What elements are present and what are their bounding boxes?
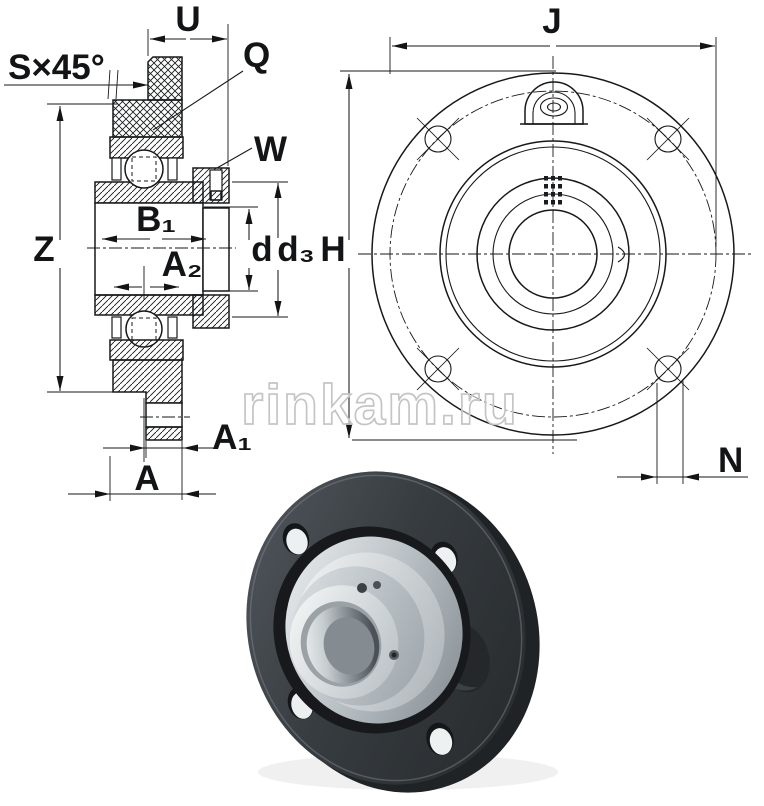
photo-bolt-holes: [282, 523, 458, 756]
collar-screw-center: [391, 652, 397, 658]
section-view: U S×45° Q W Z B₁: [4, 0, 315, 501]
dim-label-Z: Z: [33, 230, 54, 269]
dim-A2: A₂: [114, 245, 203, 291]
watermark-text: rinkam.ru: [241, 373, 519, 437]
dim-label-A2: A₂: [162, 245, 203, 284]
dim-S45: S×45°: [4, 48, 148, 100]
dim-W: W: [216, 130, 287, 169]
set-screw-1: [357, 583, 367, 593]
bolt-hole-top-left: [416, 117, 460, 161]
bore-deep: [323, 617, 375, 675]
dim-A1: A₁: [103, 418, 252, 500]
product-photo: [246, 471, 558, 793]
dim-label-A: A: [134, 459, 159, 498]
dim-J: J: [389, 2, 717, 247]
seal-right-top: [167, 157, 178, 181]
dim-Q: Q: [152, 36, 270, 131]
sleeve-bottom-hatch: [145, 426, 183, 441]
dim-B1: B₁: [102, 200, 206, 243]
seal-right-bottom: [167, 316, 178, 339]
set-screw-mark: [617, 246, 626, 263]
dim-label-J: J: [542, 2, 561, 41]
dim-d: d: [204, 206, 273, 292]
front-view: J H N: [320, 2, 752, 484]
dim-label-N: N: [718, 441, 743, 480]
set-screw-2: [373, 581, 381, 589]
grease-boss-wide: [112, 99, 183, 138]
flange-plate-bottom: [192, 294, 230, 329]
dim-label-W: W: [254, 130, 287, 169]
dim-N: N: [617, 381, 748, 484]
dim-A: A: [68, 456, 216, 501]
dim-H: H: [320, 70, 577, 441]
sleeve-protrusion: [202, 207, 230, 292]
dim-label-A1: A₁: [212, 418, 252, 457]
dim-label-Q: Q: [243, 36, 270, 75]
grease-fitting: [520, 81, 588, 125]
flange-edge-highlight: [249, 474, 523, 782]
bolt-hole-top-right: [646, 117, 690, 161]
dim-Z: Z: [33, 103, 118, 393]
ball-top: [124, 149, 164, 189]
inner-ring-split-top: [131, 156, 157, 182]
dim-label-d3: d₃: [277, 230, 315, 269]
dim-label-H: H: [320, 230, 345, 269]
bearing-outer-ring-bottom: [109, 339, 184, 361]
bolt-hole-bottom-left: [416, 347, 460, 391]
dim-U: U: [147, 0, 229, 166]
bolt-hole-bottom-right: [646, 347, 690, 391]
dim-label-S45: S×45°: [8, 48, 105, 87]
bolt-hole-slot-hatch: [210, 190, 222, 201]
dim-label-B1: B₁: [136, 200, 176, 239]
dim-d3: d₃: [232, 181, 315, 318]
sleeve-bottom: [145, 402, 183, 428]
bearing-insert: [273, 526, 471, 734]
seal-left-bottom: [111, 316, 122, 339]
seal-left-top: [111, 157, 122, 181]
dim-label-U: U: [175, 0, 200, 39]
dim-label-d: d: [251, 230, 272, 269]
grease-boss-top: [147, 56, 183, 101]
